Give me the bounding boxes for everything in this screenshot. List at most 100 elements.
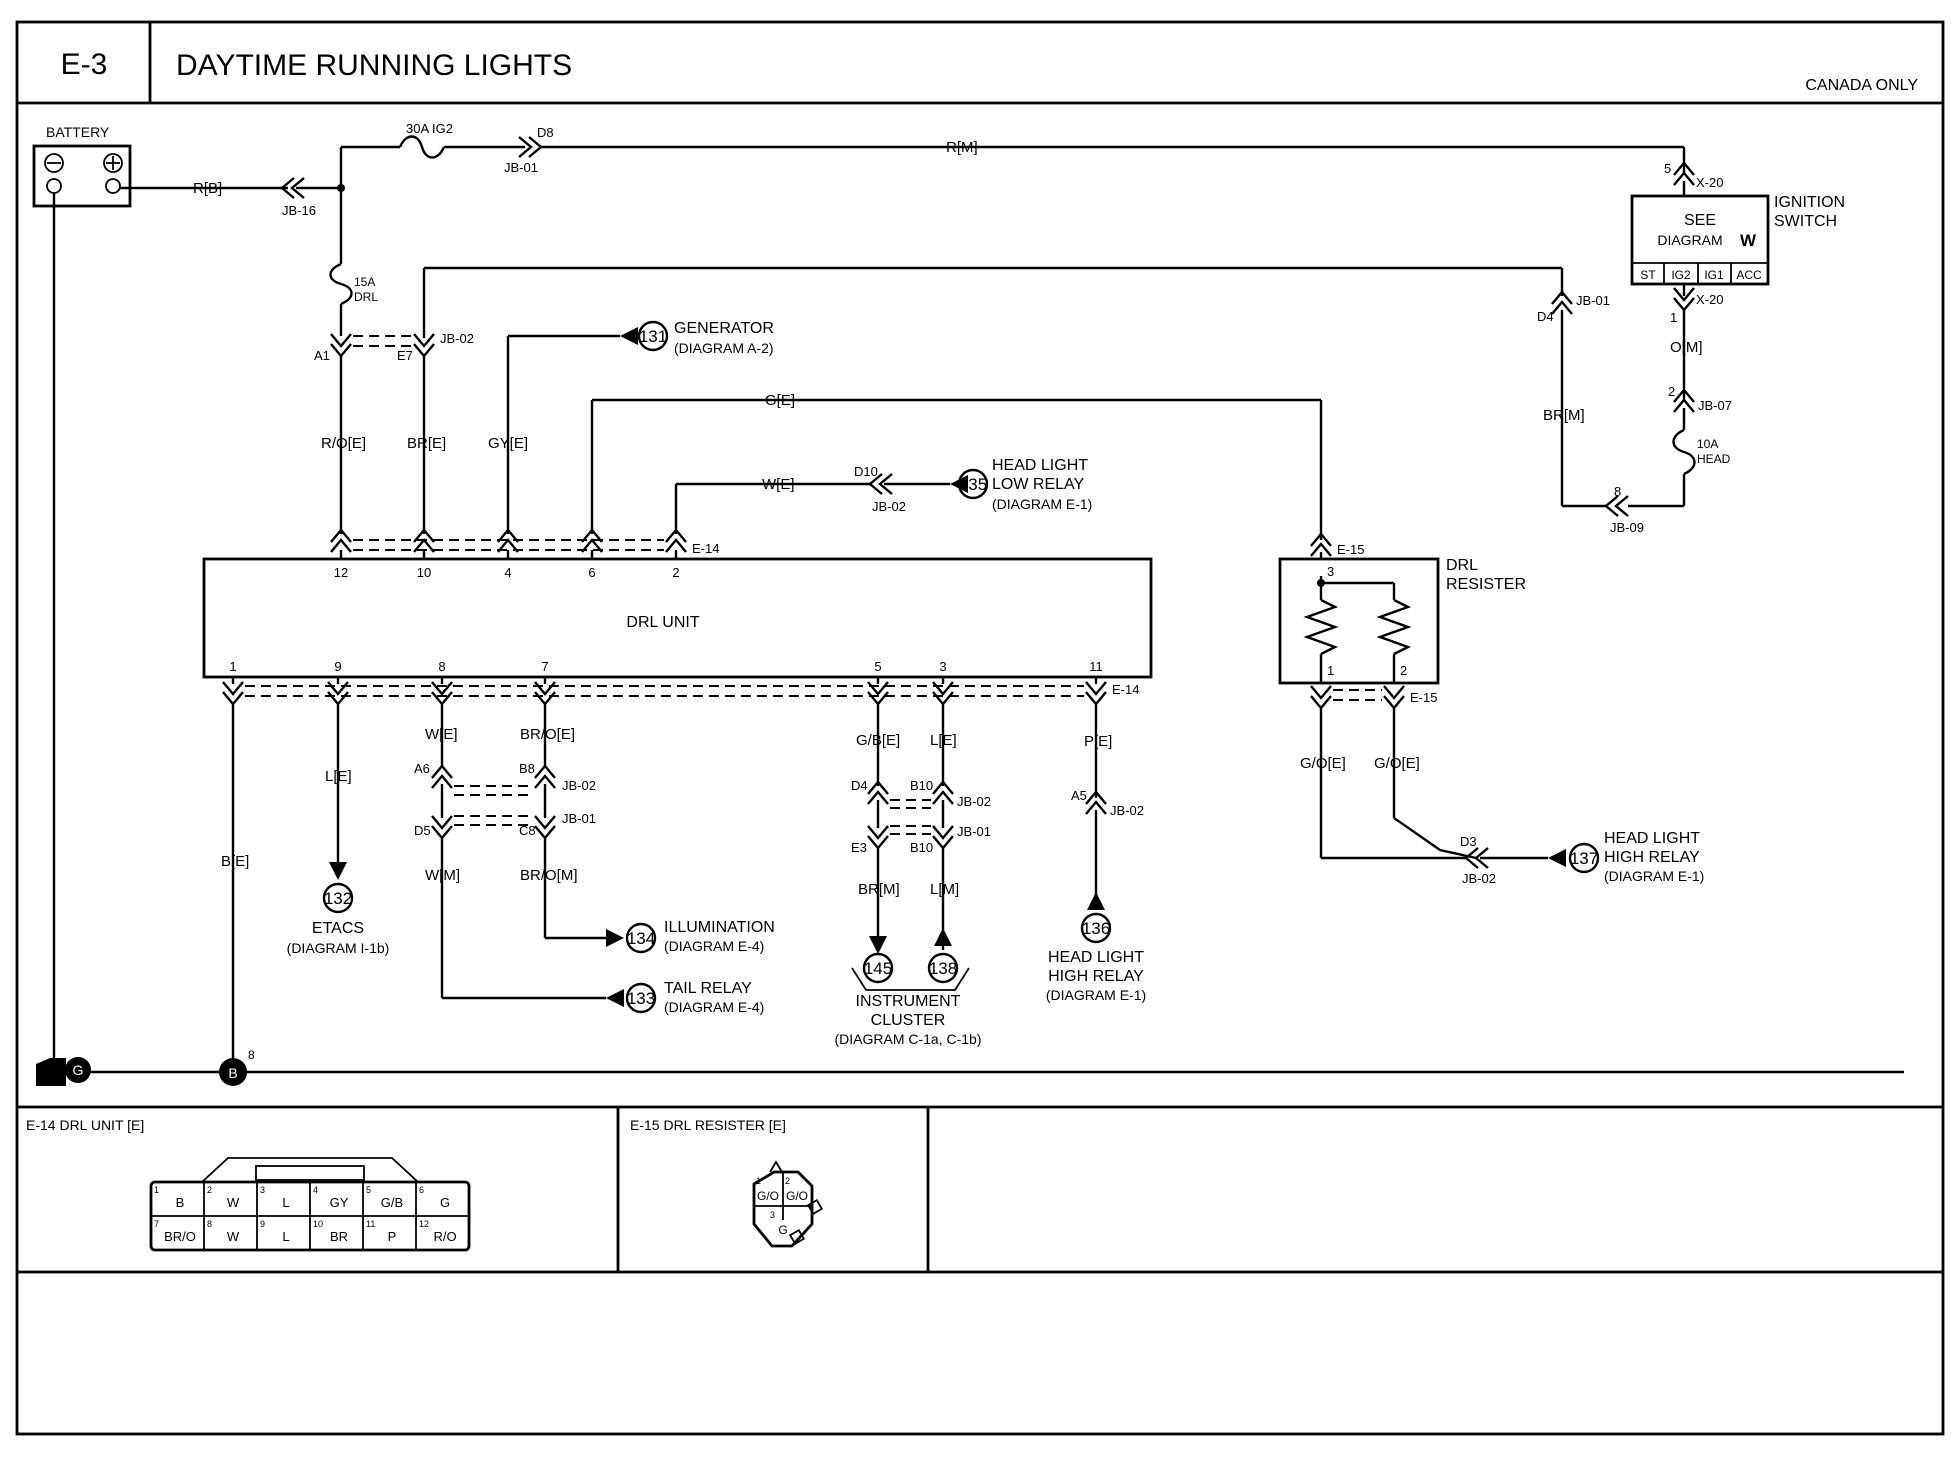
drl-bot-pin-11: 11 (1089, 659, 1103, 674)
resister-pin1: 1 (1327, 663, 1334, 678)
generator-label: GENERATOR (674, 320, 774, 337)
b10-b-label: B10 (910, 840, 933, 855)
ref-132: 132 (324, 889, 352, 908)
a6-label: A6 (414, 761, 430, 776)
b10-a-label: B10 (910, 778, 933, 793)
jb02-d10-label: JB-02 (872, 499, 906, 514)
drl-top-pin-12: 12 (334, 565, 348, 580)
hl-high-1: HEAD LIGHT (1048, 949, 1144, 966)
e15-pin-number: 1 (756, 1176, 761, 1186)
tail-relay-diag: (DIAGRAM E-4) (664, 999, 764, 1015)
e15-pin-number: 3 (770, 1210, 775, 1220)
ignition-pos-acc: ACC (1736, 268, 1762, 282)
hl-low-1: HEAD LIGHT (992, 457, 1088, 474)
ignition-switch: SEE DIAGRAM W ST IG2 IG1 ACC (1630, 194, 1770, 286)
jb16-label: JB-16 (282, 203, 316, 218)
jb01-top-label: JB-01 (504, 160, 538, 175)
hl-high-r-diag: (DIAGRAM E-1) (1604, 868, 1704, 884)
e14-pin-number: 3 (260, 1185, 265, 1195)
ground-g: G (36, 1057, 91, 1086)
ignition-name-1: IGNITION (1774, 194, 1845, 211)
drl-bot-pin-5: 5 (874, 659, 881, 674)
hl-low-diag: (DIAGRAM E-1) (992, 496, 1092, 512)
drl-top-pin-4: 4 (504, 565, 511, 580)
d3-label: D3 (1460, 834, 1477, 849)
e14-pin-color: R/O (433, 1229, 456, 1244)
e14-pin-number: 7 (154, 1219, 159, 1229)
tail-relay-label: TAIL RELAY (664, 980, 752, 997)
e14-pin-number: 12 (419, 1219, 429, 1229)
resister-name-2: RESISTER (1446, 576, 1526, 593)
ground-b-pin: 8 (248, 1048, 255, 1062)
ignition-pos-st: ST (1640, 268, 1656, 282)
fuse-15a-label: 15A (354, 275, 375, 289)
pin2-label: 2 (1668, 384, 1675, 399)
illumination-diag: (DIAGRAM E-4) (664, 938, 764, 954)
e15-pin-color: G/O (786, 1189, 808, 1203)
wire-w-m: W[M] (425, 867, 460, 884)
drl-bot-pin-3: 3 (939, 659, 946, 674)
cluster-diag: (DIAGRAM C-1a, C-1b) (834, 1031, 981, 1047)
e14-pin-color: L (282, 1229, 289, 1244)
fuse-drl-label: DRL (354, 290, 378, 304)
e15-pin-number: 2 (785, 1176, 790, 1186)
e14-bot-label: E-14 (1112, 682, 1139, 697)
d4-right-label: D4 (1537, 309, 1554, 324)
jb02-b8-label: JB-02 (562, 778, 596, 793)
e14-pin-color: W (227, 1195, 240, 1210)
ref-145: 145 (864, 959, 892, 978)
hl-high-diag: (DIAGRAM E-1) (1046, 987, 1146, 1003)
x20-top-label: X-20 (1696, 175, 1723, 190)
e14-pin-number: 9 (260, 1219, 265, 1229)
ref-135: 135 (959, 475, 987, 494)
e14-pin-color: W (227, 1229, 240, 1244)
ignition-see: SEE (1684, 212, 1716, 229)
e7-label: E7 (397, 348, 413, 363)
pin5-label: 5 (1664, 161, 1671, 176)
e15-bot-label: E-15 (1410, 690, 1437, 705)
jb01-b10-label: JB-01 (957, 824, 991, 839)
drl-bot-pin-7: 7 (541, 659, 548, 674)
battery-label: BATTERY (46, 124, 110, 140)
e14-pin-number: 1 (154, 1185, 159, 1195)
e14-pin-color: BR (330, 1229, 348, 1244)
e15-pin-color: G/O (757, 1189, 779, 1203)
fuse-30a-label: 30A IG2 (406, 121, 453, 136)
e14-pin-number: 10 (313, 1219, 323, 1229)
wire-br-m-cluster: BR[M] (858, 881, 900, 898)
d4-left-label: D4 (851, 778, 868, 793)
wire-l-m: L[M] (930, 881, 959, 898)
drl-top-pin-2: 2 (672, 565, 679, 580)
wire-p-e: P[E] (1084, 733, 1112, 750)
page-title: DAYTIME RUNNING LIGHTS (176, 49, 572, 82)
hl-high-2: HIGH RELAY (1048, 968, 1144, 985)
pin8-label: 8 (1614, 484, 1621, 499)
jb09-label: JB-09 (1610, 520, 1644, 535)
battery: BATTERY (32, 124, 132, 208)
a1-label: A1 (314, 348, 330, 363)
fuse-10a-label: 10A (1697, 437, 1718, 451)
drl-resister: 3 1 2 (1278, 557, 1440, 685)
e14-top-label: E-14 (692, 541, 719, 556)
resister-name-1: DRL (1446, 557, 1478, 574)
jb01-c8-label: JB-01 (562, 811, 596, 826)
jb02-d3-label: JB-02 (1462, 871, 1496, 886)
ground-b-label: B (228, 1065, 237, 1081)
ignition-pos-ig2: IG2 (1671, 268, 1691, 282)
ref-131: 131 (639, 327, 667, 346)
e14-pin-number: 4 (313, 1185, 318, 1195)
wire-g-b-e: G/B[E] (856, 732, 900, 749)
jb02-b10-label: JB-02 (957, 794, 991, 809)
ref-134: 134 (627, 929, 655, 948)
ground-b: B (219, 1058, 247, 1086)
e14-pin-color: L (282, 1195, 289, 1210)
x20-bot-label: X-20 (1696, 292, 1723, 307)
e14-connector-title: E-14 DRL UNIT [E] (26, 1117, 144, 1133)
e14-pin-color: BR/O (164, 1229, 196, 1244)
d8-label: D8 (537, 125, 554, 140)
wire-ro-e: R/O[E] (321, 435, 366, 452)
pin1-label: 1 (1670, 310, 1677, 325)
fuse-head-label: HEAD (1697, 452, 1731, 466)
e14-pin-number: 5 (366, 1185, 371, 1195)
